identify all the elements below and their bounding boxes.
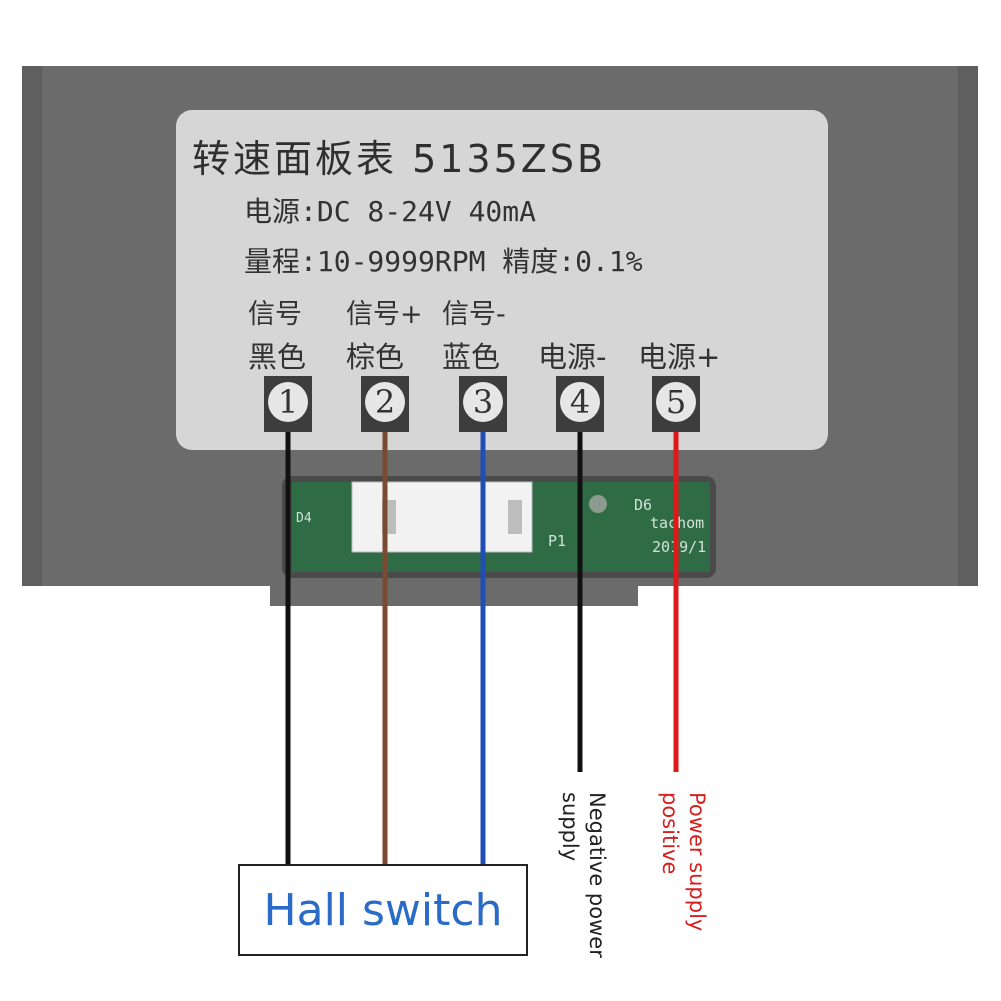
pcb-silk-p1: P1 (548, 532, 566, 550)
terminal-5-number: 5 (656, 382, 696, 422)
negative-power-label-line1: Negative power (585, 792, 609, 958)
meter-title: 转速面板表 5135ZSB (192, 137, 607, 181)
negative-power-label-line2: supply (558, 792, 582, 862)
housing-side-shade-right (958, 66, 978, 586)
positive-power-label-line1: Power supply (685, 792, 709, 932)
terminal-4: 4 (556, 376, 604, 432)
terminal-2-wire-color: 棕色 (346, 340, 405, 374)
terminal-3: 3 (459, 376, 507, 432)
terminal-1-number: 1 (268, 382, 308, 422)
positive-power-label: Power supply positive (656, 792, 710, 931)
pcb-silk-d6: D6 (634, 496, 652, 514)
housing-bottom-lip (270, 586, 638, 606)
pcb-silk-d4: D4 (296, 511, 312, 526)
terminal-5-function: 电源+ (638, 340, 721, 374)
range-spec: 量程:10-9999RPM 精度:0.1% (244, 245, 643, 278)
terminal-1: 1 (264, 376, 312, 432)
terminal-3-number: 3 (463, 382, 503, 422)
terminal-2-number: 2 (365, 382, 405, 422)
terminal-2: 2 (361, 376, 409, 432)
terminal-1-signal: 信号 (248, 299, 302, 330)
connector-housing (351, 481, 533, 553)
terminal-3-wire-color: 蓝色 (442, 340, 501, 374)
solder-pad (589, 495, 607, 513)
terminal-4-function: 电源- (538, 340, 607, 374)
terminal-3-signal: 信号- (442, 299, 506, 330)
terminal-2-signal: 信号+ (346, 299, 423, 330)
terminal-1-wire-color: 黑色 (248, 340, 307, 374)
positive-power-label-line2: positive (658, 792, 682, 875)
terminal-5: 5 (652, 376, 700, 432)
negative-power-label: Negative power supply (556, 792, 610, 958)
label-sticker (176, 110, 828, 450)
pcb-silk-date: 2019/1 (652, 538, 706, 556)
hall-switch-label: Hall switch (263, 884, 503, 936)
connector-slot-right (508, 500, 522, 534)
housing-side-shade-left (22, 66, 42, 586)
hall-switch-box: Hall switch (238, 864, 528, 956)
power-spec: 电源:DC 8-24V 40mA (244, 195, 537, 228)
terminal-4-number: 4 (560, 382, 600, 422)
